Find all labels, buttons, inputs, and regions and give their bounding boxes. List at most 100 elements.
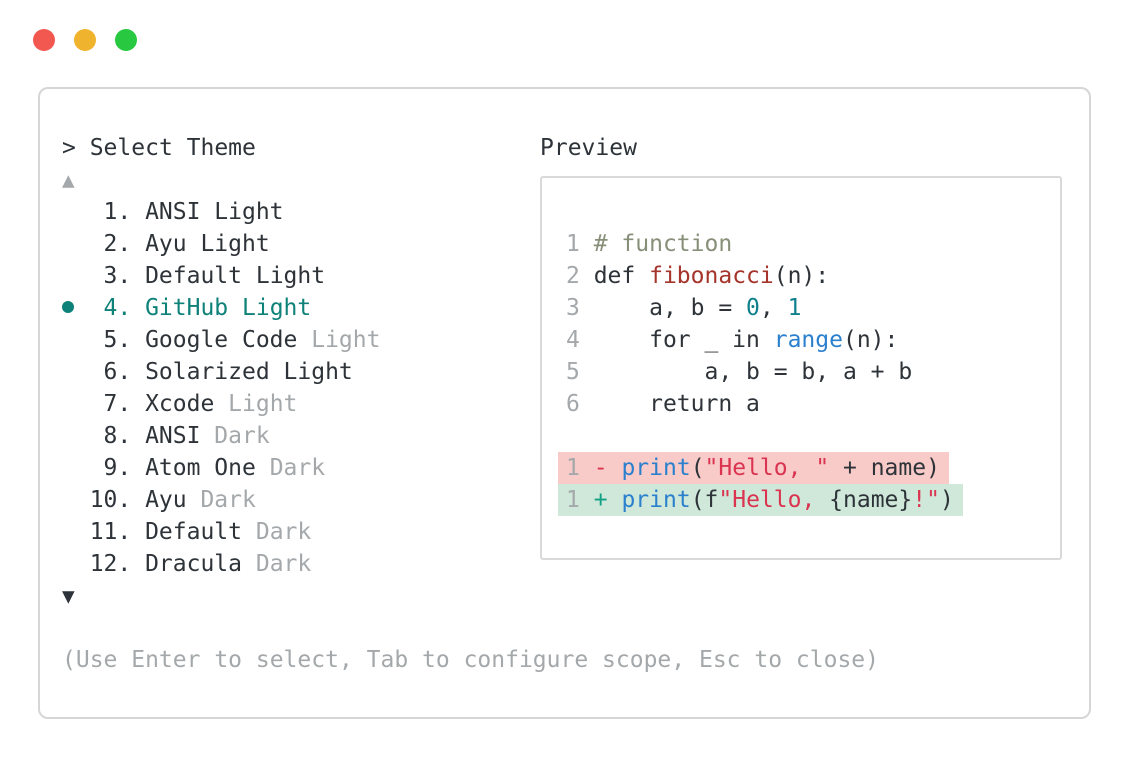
theme-item-suffix: Light bbox=[214, 199, 284, 225]
theme-item-suffix: Dark bbox=[200, 487, 256, 513]
theme-item-number-separator: . bbox=[117, 551, 132, 577]
theme-item-number-separator: . bbox=[117, 263, 132, 289]
maximize-window-button[interactable] bbox=[115, 29, 137, 51]
theme-item-suffix: Dark bbox=[269, 455, 326, 481]
code-token: ) bbox=[939, 487, 954, 513]
code-token: "Hello, bbox=[718, 487, 830, 513]
code-token: # function bbox=[593, 231, 733, 257]
code-token: (n): bbox=[842, 327, 899, 353]
theme-item-11[interactable]: 11. Default Dark bbox=[62, 516, 540, 548]
theme-item-suffix: Light bbox=[311, 327, 381, 353]
minimize-window-button[interactable] bbox=[74, 29, 96, 51]
selected-item-marker bbox=[62, 292, 90, 324]
theme-item-suffix: Light bbox=[283, 359, 353, 385]
code-token: 5 bbox=[566, 359, 580, 385]
theme-item-name: GitHub bbox=[145, 295, 229, 321]
code-token: 1 bbox=[566, 455, 580, 481]
preview-label: Preview bbox=[540, 135, 637, 161]
code-token: , bbox=[759, 295, 788, 321]
theme-item-7[interactable]: 7. Xcode Light bbox=[62, 388, 540, 420]
preview-label-row: Preview bbox=[540, 132, 1062, 164]
code-line-6: 6 return a bbox=[566, 388, 1060, 420]
code-line-7 bbox=[566, 420, 1060, 452]
theme-item-name: Default bbox=[145, 519, 242, 545]
code-line-9: 1 + print(f"Hello, {name}!") bbox=[558, 484, 1060, 516]
code-line-1: 1 # function bbox=[566, 228, 1060, 260]
theme-item-suffix: Light bbox=[242, 295, 312, 321]
theme-item-name: Default bbox=[145, 263, 242, 289]
theme-item-number: 9 bbox=[103, 455, 118, 481]
footer-hint-row: (Use Enter to select, Tab to configure s… bbox=[62, 644, 1062, 676]
theme-item-6[interactable]: 6. Solarized Light bbox=[62, 356, 540, 388]
theme-item-9[interactable]: 9. Atom One Dark bbox=[62, 452, 540, 484]
code-token bbox=[608, 455, 622, 481]
code-token: + name) bbox=[829, 455, 940, 481]
code-token: ( bbox=[690, 455, 705, 481]
theme-item-number-separator: . bbox=[117, 519, 132, 545]
code-token: "Hello, " bbox=[704, 455, 830, 481]
theme-item-number-separator: . bbox=[117, 423, 132, 449]
theme-item-name: Solarized bbox=[145, 359, 270, 385]
theme-item-suffix: Light bbox=[200, 231, 270, 257]
selected-bullet-icon bbox=[62, 301, 74, 313]
theme-item-name: Atom One bbox=[145, 455, 256, 481]
theme-item-suffix: Light bbox=[255, 263, 326, 289]
picker-title-row: >Select Theme bbox=[62, 132, 540, 164]
code-token: {name} bbox=[829, 487, 913, 513]
theme-item-number-separator: . bbox=[117, 455, 132, 481]
code-token bbox=[580, 487, 594, 513]
code-token: (n): bbox=[773, 263, 830, 289]
theme-item-number: 11 bbox=[89, 519, 118, 545]
theme-item-suffix: Light bbox=[228, 391, 298, 417]
theme-item-name: Xcode bbox=[145, 391, 215, 417]
theme-item-number-separator: . bbox=[117, 199, 132, 225]
scroll-down-icon[interactable]: ▼ bbox=[62, 584, 75, 608]
theme-item-number: 6 bbox=[103, 359, 118, 385]
scroll-up-icon[interactable]: ▲ bbox=[62, 168, 75, 192]
theme-item-suffix: Dark bbox=[255, 519, 312, 545]
code-token: + bbox=[593, 487, 608, 513]
code-token bbox=[608, 487, 622, 513]
theme-item-number-separator: . bbox=[117, 487, 132, 513]
footer-hint: (Use Enter to select, Tab to configure s… bbox=[62, 647, 879, 673]
theme-item-number-separator: . bbox=[117, 231, 132, 257]
theme-item-number: 10 bbox=[89, 487, 118, 513]
theme-item-name: ANSI bbox=[145, 423, 201, 449]
theme-item-name: Ayu bbox=[145, 487, 187, 513]
theme-item-name: Ayu bbox=[145, 231, 187, 257]
scroll-down-row: ▼ bbox=[62, 580, 540, 612]
code-line-5: 5 a, b = b, a + b bbox=[566, 356, 1060, 388]
code-token bbox=[580, 455, 594, 481]
code-line-8: 1 - print("Hello, " + name) bbox=[558, 452, 1060, 484]
code-token: print bbox=[621, 455, 691, 481]
code-token: 6 bbox=[566, 391, 580, 417]
theme-item-number-separator: . bbox=[117, 359, 132, 385]
diff-added-line: 1 + print(f"Hello, {name}!") bbox=[558, 484, 963, 516]
diff-removed-line: 1 - print("Hello, " + name) bbox=[558, 452, 949, 484]
code-token: 1 bbox=[787, 295, 802, 321]
theme-item-8[interactable]: 8. ANSI Dark bbox=[62, 420, 540, 452]
code-token: - bbox=[593, 455, 608, 481]
close-window-button[interactable] bbox=[33, 29, 55, 51]
code-line-3: 3 a, b = 0, 1 bbox=[566, 292, 1060, 324]
theme-item-number: 7 bbox=[103, 391, 118, 417]
theme-item-suffix: Dark bbox=[214, 423, 270, 449]
theme-item-number-separator: . bbox=[117, 391, 132, 417]
theme-item-10[interactable]: 10. Ayu Dark bbox=[62, 484, 540, 516]
code-token: range bbox=[773, 327, 843, 353]
theme-item-number: 8 bbox=[103, 423, 118, 449]
code-token: 0 bbox=[746, 295, 760, 321]
code-token: a, b = b, a + b bbox=[579, 359, 913, 385]
